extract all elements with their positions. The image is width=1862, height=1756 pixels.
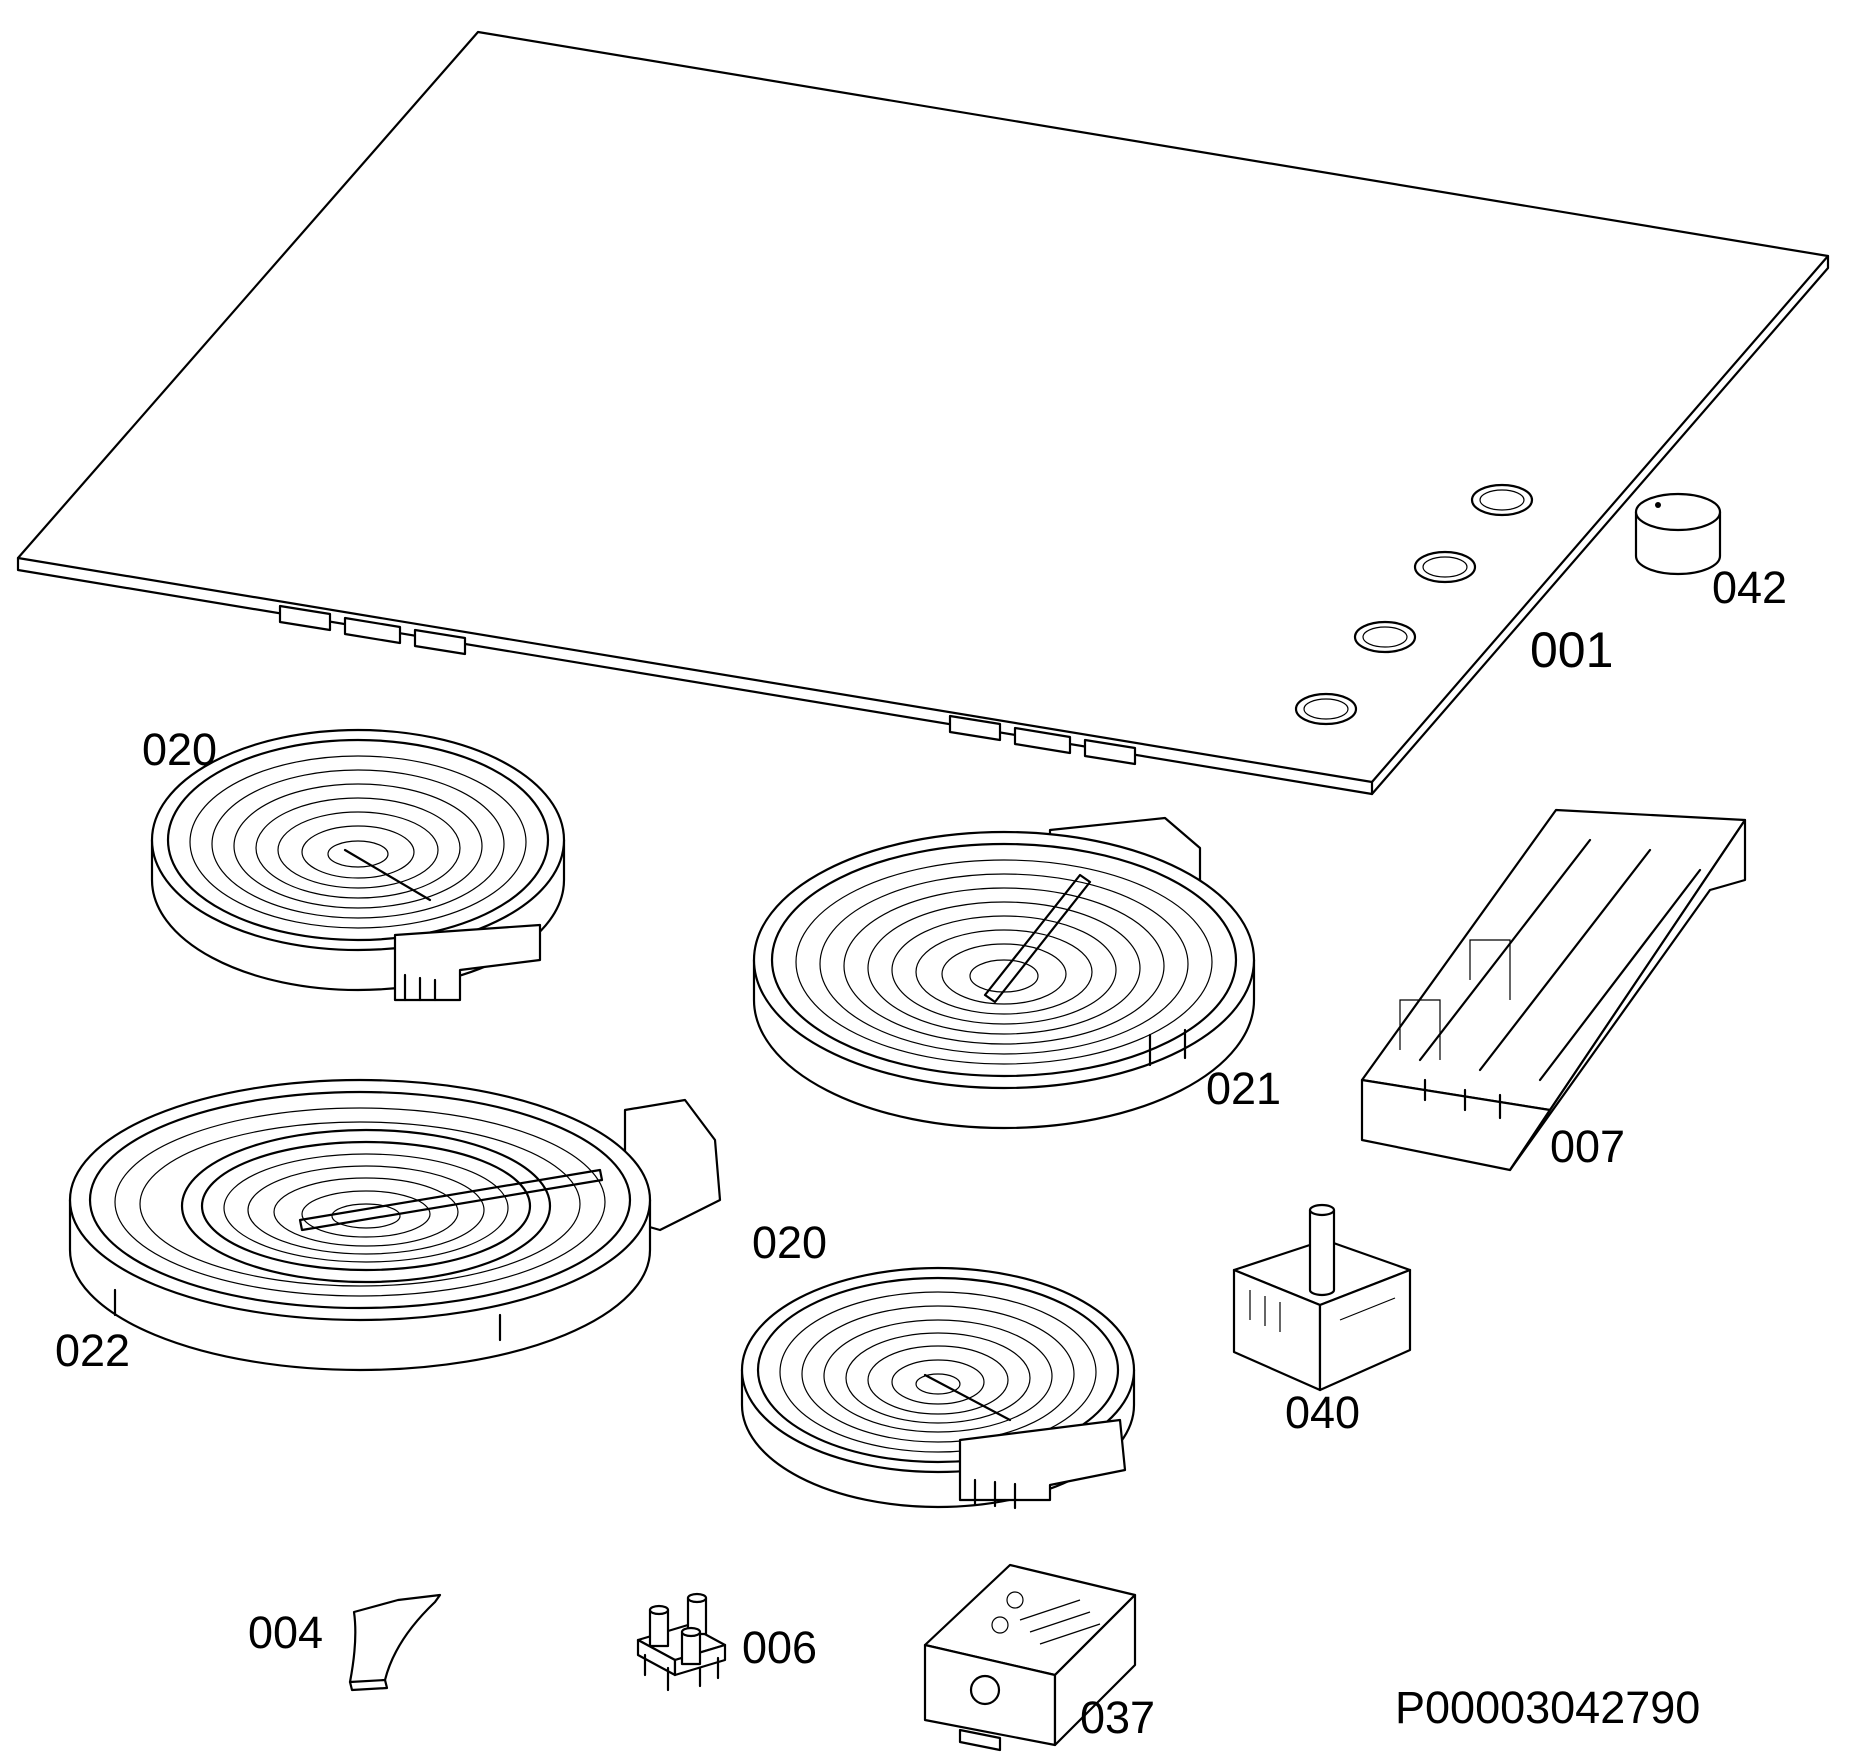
label-part-040: 040 [1285,1387,1361,1438]
knob-042 [1634,492,1722,576]
heating-element-021 [752,816,1256,1130]
label-part-022: 022 [55,1325,131,1376]
label-part-007: 007 [1550,1121,1626,1172]
label-part-021: 021 [1206,1063,1282,1114]
terminal-block-037 [923,1563,1137,1752]
label-part-001: 001 [1530,622,1614,678]
heating-element-022 [68,1078,722,1372]
connector-006 [636,1592,727,1692]
label-part-006: 006 [742,1622,818,1673]
energy-regulator-040 [1232,1203,1412,1392]
label-part-004: 004 [248,1607,324,1658]
label-part-020-upper: 020 [142,724,218,775]
heating-element-020-upper [150,728,566,1002]
glass-panel-001 [16,30,1830,796]
label-part-020-lower: 020 [752,1217,828,1268]
label-part-042: 042 [1712,562,1788,613]
flat-strip-004 [348,1593,442,1692]
label-part-037: 037 [1080,1692,1156,1743]
drawing-number: P00003042790 [1395,1682,1701,1733]
terminal-frame-007 [1360,808,1747,1172]
heating-element-020-lower [740,1266,1136,1510]
